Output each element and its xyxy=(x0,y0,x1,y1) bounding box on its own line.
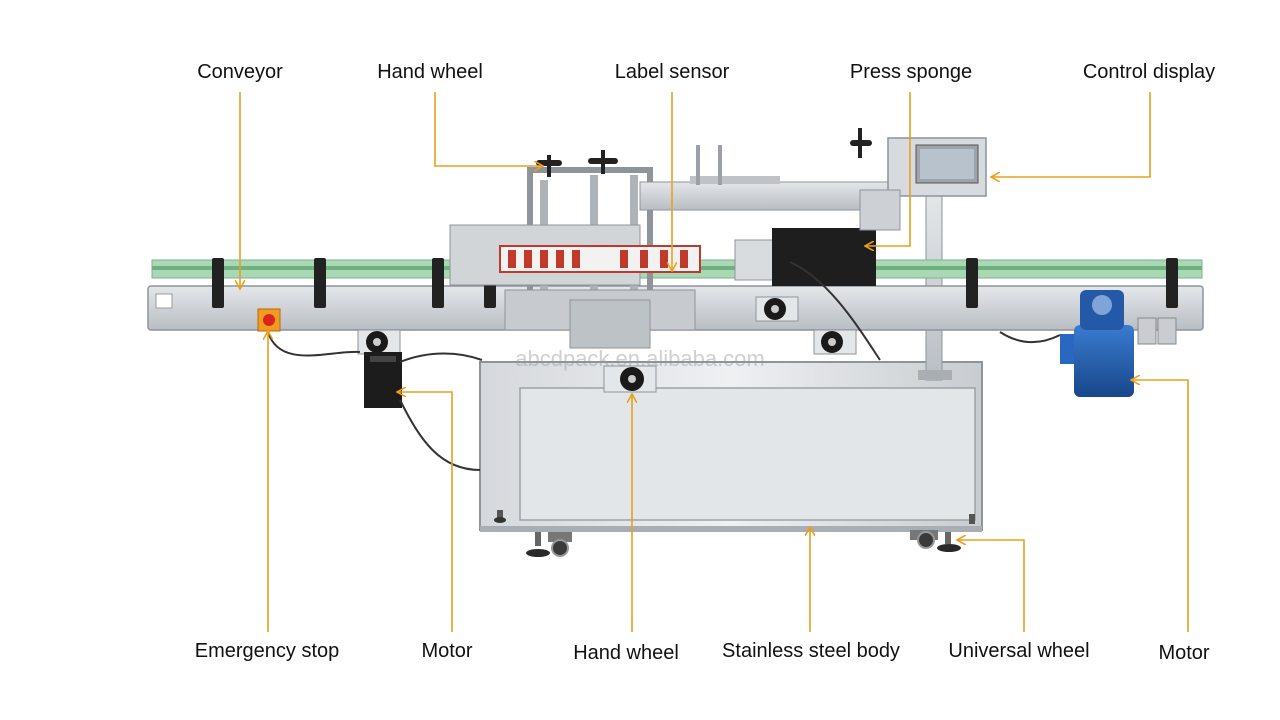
label-universal-wheel: Universal wheel xyxy=(948,640,1090,662)
guide-clamps xyxy=(212,258,1178,308)
cables xyxy=(267,261,1061,471)
leader-lines xyxy=(240,92,1189,632)
adjustment-wheels xyxy=(357,296,857,393)
feet-and-wheels xyxy=(494,510,975,557)
label-conveyor: Conveyor xyxy=(197,61,283,83)
right-motor xyxy=(1060,290,1177,397)
label-hand-wheel-top: Hand wheel xyxy=(377,61,483,83)
support-column xyxy=(918,189,952,381)
left-motor xyxy=(364,352,402,408)
label-motor-right: Motor xyxy=(1158,642,1210,664)
label-control-display: Control display xyxy=(1082,61,1216,83)
control-panel xyxy=(859,137,987,231)
watermark: abcdpack.en.alibaba.com xyxy=(515,346,765,371)
label-stainless-steel-body: Stainless steel body xyxy=(722,640,900,662)
labeling-head xyxy=(449,145,901,349)
label-hand-wheel-bottom: Hand wheel xyxy=(573,642,679,664)
cabinet xyxy=(479,361,983,532)
label-press-sponge: Press sponge xyxy=(849,61,973,83)
top-hand-wheels xyxy=(536,128,872,177)
label-motor-left: Motor xyxy=(421,640,473,662)
label-emergency-stop: Emergency stop xyxy=(194,640,340,662)
emergency-stop-button xyxy=(257,308,281,332)
label-label-sensor: Label sensor xyxy=(614,61,730,83)
